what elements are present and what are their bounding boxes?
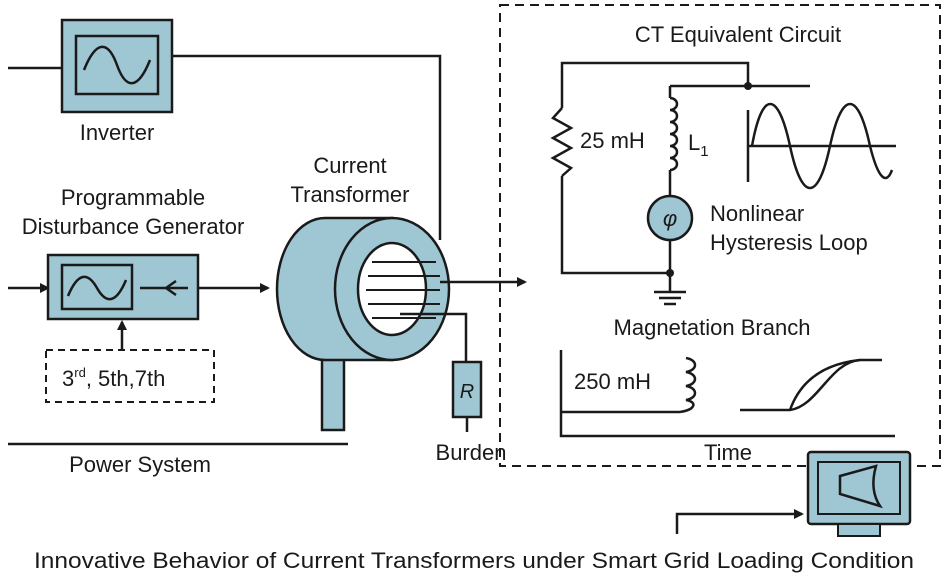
power-system-label: Power System xyxy=(69,452,211,477)
monitor-input-arrow xyxy=(675,509,804,534)
inductor-label: L1 xyxy=(688,130,709,160)
time-axis xyxy=(559,350,895,438)
power-system: Power System xyxy=(8,442,348,477)
magnetization-inductance-label: 250 mH xyxy=(574,369,651,394)
ct-equivalent-circuit: CT Equivalent Circuit 25 mH L1 φ Nonline… xyxy=(499,4,941,467)
hysteresis-label-line2: Hysteresis Loop xyxy=(710,230,868,255)
burden-label: Burden xyxy=(436,440,507,465)
disturbance-arrowhead-icon xyxy=(163,279,177,297)
flux-symbol: φ xyxy=(663,206,677,231)
inverter: Inverter xyxy=(8,18,442,240)
inverter-screen xyxy=(74,34,160,96)
loop-top-wire xyxy=(560,61,750,108)
ground-junction-dot xyxy=(666,269,674,277)
monitor-stand xyxy=(837,523,881,537)
hysteresis-inner-curve xyxy=(788,358,861,411)
inverter-label: Inverter xyxy=(80,120,155,145)
disturbance-wave-icon xyxy=(66,275,128,301)
disturbance-generator-screen xyxy=(60,263,134,311)
ct-label-line1: Current xyxy=(313,153,386,178)
resistor-zigzag xyxy=(550,107,574,177)
inductance-label: 25 mH xyxy=(580,128,645,153)
burden-resistor-symbol: R xyxy=(460,381,474,403)
magnetization-title: Magnetation Branch xyxy=(614,315,811,340)
disturbance-generator: Programmable Disturbance Generator 3rd, … xyxy=(8,185,270,403)
equivalent-circuit-title: CT Equivalent Circuit xyxy=(635,22,841,47)
monitor-icon xyxy=(675,450,912,537)
magnetization-curve xyxy=(740,358,882,412)
magnetizing-coil-icon xyxy=(679,356,697,414)
diagram-caption: Innovative Behavior of Current Transform… xyxy=(34,548,914,573)
disturbance-generator-label-line1: Programmable xyxy=(61,185,205,210)
sine-waveform xyxy=(750,102,894,190)
speaker-glyph xyxy=(838,464,883,509)
junction-dot xyxy=(744,82,752,90)
ct-label-line2: Transformer xyxy=(291,182,410,207)
harmonics-label: 3rd, 5th,7th xyxy=(62,365,165,391)
inverter-to-ct-wire xyxy=(172,54,442,240)
inductor-coil-icon xyxy=(669,96,679,172)
current-transformer: Current Transformer xyxy=(275,153,527,432)
disturbance-generator-label-line2: Disturbance Generator xyxy=(22,214,245,239)
burden: R Burden xyxy=(436,360,507,465)
sine-wave-icon xyxy=(82,45,152,85)
harmonics-box xyxy=(45,349,215,403)
hysteresis-label-line1: Nonlinear xyxy=(710,201,804,226)
ct-to-burden-wire xyxy=(400,312,468,362)
loop-bottom-wire xyxy=(560,176,670,275)
time-axis-label: Time xyxy=(704,440,752,465)
